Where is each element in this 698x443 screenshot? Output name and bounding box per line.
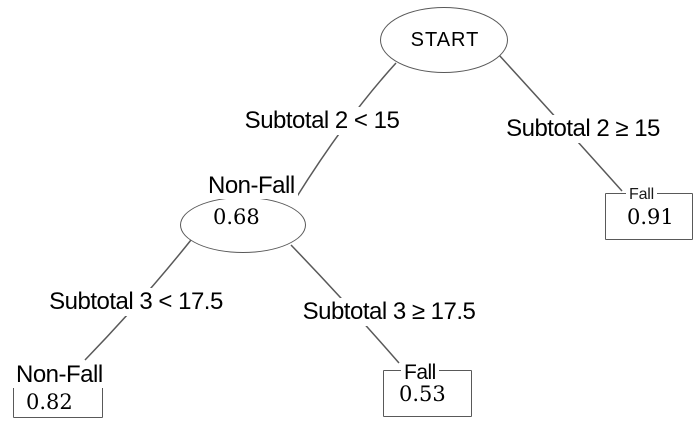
start-node: START	[380, 7, 508, 73]
fall-leaf-right-probability: 0.91	[627, 205, 674, 229]
fall-leaf-right-label: Fall	[626, 186, 657, 203]
fall-leaf-middle: Fall 0.53	[383, 362, 472, 417]
fall-leaf-middle-label: Fall	[401, 362, 439, 384]
fall-leaf-right: Fall 0.91	[605, 186, 693, 240]
edge-label-subtotal2-ge-15: Subtotal 2 ≥ 15	[502, 115, 664, 143]
edge-label-subtotal3-ge-17.5: Subtotal 3 ≥ 17.5	[298, 298, 480, 326]
nonfall-leaf-label: Non-Fall	[13, 362, 106, 388]
nonfall-node-label: Non-Fall	[205, 173, 298, 199]
nonfall-leaf: Non-Fall 0.82	[13, 362, 106, 418]
edge-label-subtotal2-lt-15: Subtotal 2 < 15	[240, 107, 404, 135]
nonfall-node: Non-Fall 0.68	[180, 173, 306, 253]
nonfall-node-probability: 0.68	[213, 205, 260, 229]
nonfall-leaf-probability: 0.82	[26, 390, 73, 414]
start-node-label: START	[410, 29, 480, 51]
fall-leaf-middle-probability: 0.53	[399, 382, 446, 406]
edge-label-subtotal3-lt-17.5: Subtotal 3 < 17.5	[45, 288, 227, 316]
